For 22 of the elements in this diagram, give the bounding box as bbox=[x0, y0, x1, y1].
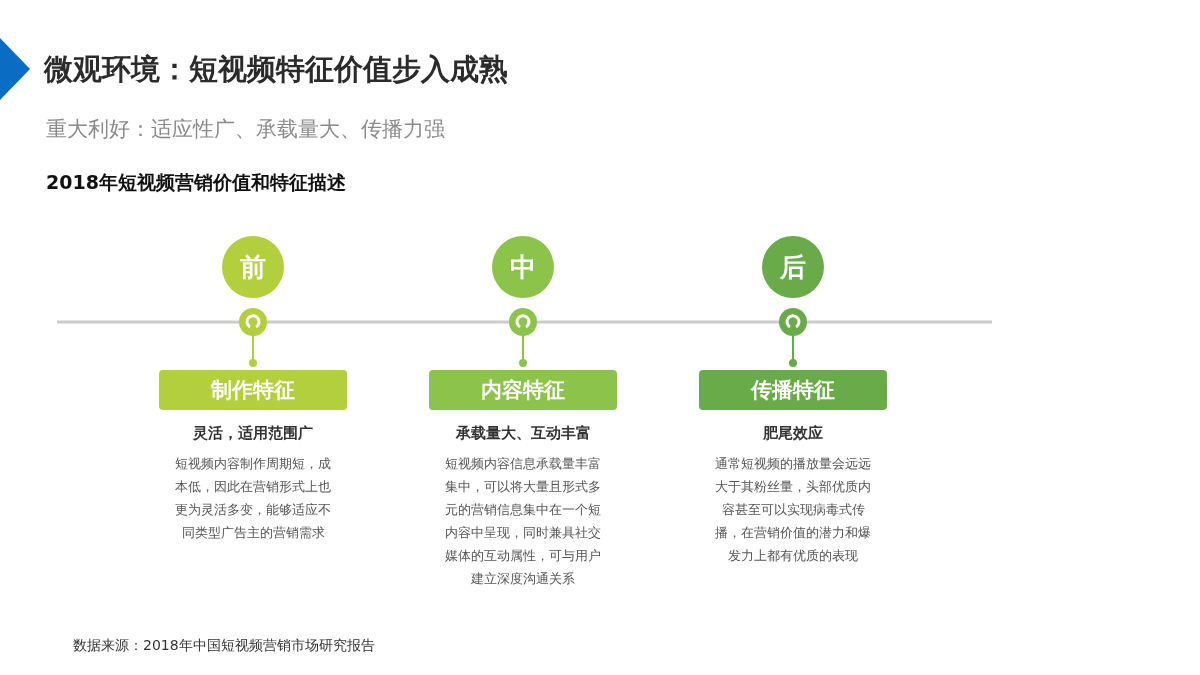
ring-marker bbox=[239, 308, 267, 336]
feature-banner: 传播特征 bbox=[699, 370, 887, 410]
feature-heading: 灵活，适用范围广 bbox=[192, 424, 314, 443]
stage-badge: 前 bbox=[222, 236, 284, 298]
ring-marker bbox=[509, 308, 537, 336]
source-note: 数据来源：2018年中国短视频营销市场研究报告 bbox=[73, 637, 375, 655]
page-title: 微观环境：短视频特征价值步入成熟 bbox=[44, 51, 508, 88]
section-heading: 2018年短视频营销价值和特征描述 bbox=[46, 170, 346, 195]
feature-heading: 肥尾效应 bbox=[762, 424, 824, 443]
feature-banner: 制作特征 bbox=[159, 370, 347, 410]
feature-banner: 内容特征 bbox=[429, 370, 617, 410]
feature-heading: 承载量大、互动丰富 bbox=[454, 424, 592, 443]
feature-description: 短视频内容制作周期短，成本低，因此在营销形式上也更为灵活多变，能够适应不同类型广告主的营销需求 bbox=[174, 455, 332, 542]
stage-badge: 后 bbox=[762, 236, 824, 298]
feature-description: 通常短视频的播放量会远远大于其粉丝量，头部优质内容甚至可以实现病毒式传播，在营销价值的潜力和爆发力上都有优质的表现 bbox=[714, 455, 872, 565]
connector-line bbox=[789, 335, 797, 367]
connector-line bbox=[249, 335, 257, 367]
stage-badge: 中 bbox=[492, 236, 554, 298]
feature-description: 短视频内容信息承载量丰富集中，可以将大量且形式多元的营销信息集中在一个短内容中呈现，同时兼具社交媒体的互动属性，可与用户建立深度沟通关系 bbox=[444, 455, 602, 588]
ring-marker bbox=[779, 308, 807, 336]
connector-line bbox=[519, 335, 527, 367]
subtitle: 重大利好：适应性广、承载量大、传播力强 bbox=[46, 116, 445, 143]
